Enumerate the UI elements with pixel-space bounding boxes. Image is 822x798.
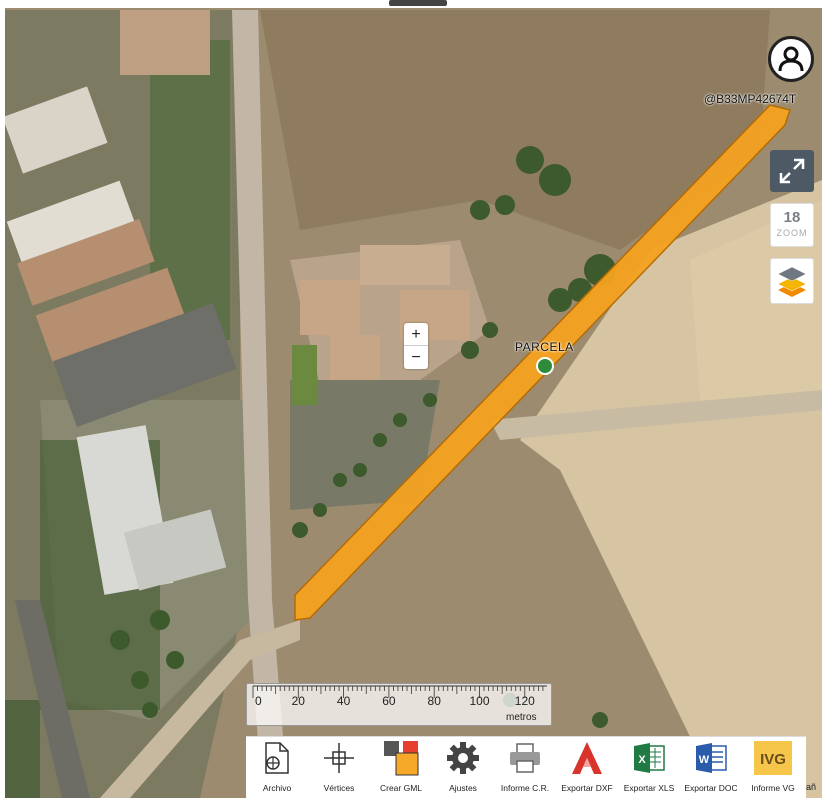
zoom-in-button[interactable]: + xyxy=(404,323,428,346)
toolbar-button-archivo[interactable]: Archivo xyxy=(246,737,308,798)
scale-unit: metros xyxy=(506,712,537,723)
zoom-label: ZOOM xyxy=(776,228,808,238)
word-icon: W xyxy=(693,737,729,779)
toolbar-button-exportar-doc[interactable]: W Exportar DOC xyxy=(680,737,742,798)
toolbar-button-v-rtices[interactable]: Vértices xyxy=(308,737,370,798)
toolbar-button-label: Ajustes xyxy=(449,783,477,793)
svg-text:X: X xyxy=(638,754,646,766)
layers-button[interactable] xyxy=(770,258,814,304)
scale-tick-label: 80 xyxy=(428,694,442,708)
scale-bar: 0 20 40 60 80 100 120 metros xyxy=(246,683,552,726)
zoom-out-button[interactable]: − xyxy=(411,349,421,366)
user-button[interactable] xyxy=(768,36,814,82)
excel-icon: X xyxy=(631,737,667,779)
toolbar-button-label: Informe C.R. xyxy=(500,783,550,793)
scale-tick-label: 60 xyxy=(382,694,396,708)
bottom-toolbar: Archivo Vértices Crear GML Ajustes Informe C… xyxy=(246,736,806,798)
layers-icon xyxy=(777,266,807,297)
toolbar-button-label: Exportar XLS xyxy=(623,783,675,793)
printer-icon xyxy=(507,737,543,779)
zoom-indicator: 18 ZOOM xyxy=(770,203,814,247)
cadastral-reference: @B33MP42674T xyxy=(704,92,797,106)
user-icon xyxy=(778,46,804,72)
file-icon xyxy=(261,737,293,779)
toolbar-button-informe-vg[interactable]: IVG Informe VG xyxy=(742,737,804,798)
toolbar-button-label: Crear GML xyxy=(379,783,423,793)
toolbar-button-informe-c-r[interactable]: Informe C.R. xyxy=(494,737,556,798)
toolbar-button-crear-gml[interactable]: Crear GML xyxy=(370,737,432,798)
autocad-icon xyxy=(569,737,605,779)
left-edge xyxy=(0,0,5,798)
fullscreen-button[interactable] xyxy=(770,150,814,192)
toolbar-overflow-text: añ xyxy=(806,782,817,792)
scale-tick-label: 120 xyxy=(515,694,535,708)
vg-icon: IVG xyxy=(754,737,792,779)
toolbar-button-label: Informe VG xyxy=(751,783,795,793)
polygon-icon xyxy=(382,737,420,779)
scale-ruler: 0 20 40 60 80 100 120 xyxy=(252,685,547,708)
toolbar-button-exportar-xls[interactable]: X Exportar XLS xyxy=(618,737,680,798)
parcel-label: PARCELA xyxy=(515,340,574,354)
scale-tick-label: 100 xyxy=(469,694,489,708)
toolbar-button-ajustes[interactable]: Ajustes xyxy=(432,737,494,798)
toolbar-button-label: Exportar DXF xyxy=(561,783,613,793)
toolbar-button-exportar-dxf[interactable]: Exportar DXF xyxy=(556,737,618,798)
drag-handle[interactable] xyxy=(389,0,447,6)
crosshair-icon xyxy=(322,737,356,779)
scale-tick-label: 40 xyxy=(337,694,351,708)
expand-icon xyxy=(779,158,805,184)
parcel-marker xyxy=(536,357,554,375)
svg-text:IVG: IVG xyxy=(760,751,786,768)
zoom-control: + − xyxy=(404,323,428,369)
toolbar-button-label: Archivo xyxy=(262,783,292,793)
svg-text:W: W xyxy=(699,754,710,766)
scale-tick-label: 0 xyxy=(255,694,262,708)
toolbar-button-label: Exportar DOC xyxy=(684,783,738,793)
gear-icon xyxy=(445,737,481,779)
zoom-level-value: 18 xyxy=(783,209,801,226)
toolbar-button-label: Vértices xyxy=(323,783,355,793)
scale-tick-label: 20 xyxy=(292,694,306,708)
